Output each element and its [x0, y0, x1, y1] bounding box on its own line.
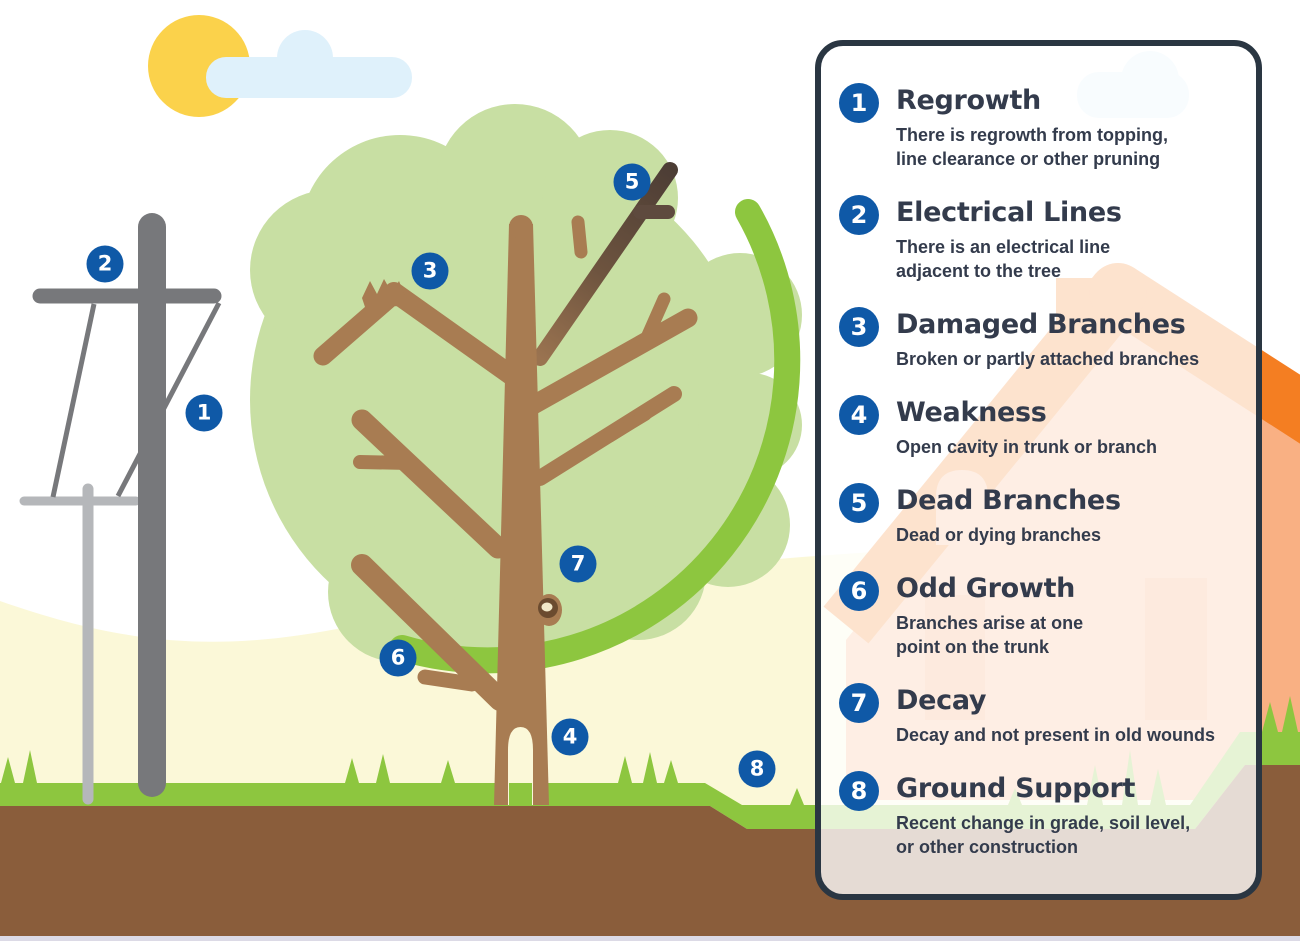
- legend-desc: Branches arise at one point on the trunk: [896, 613, 1084, 657]
- legend-title: Electrical Lines: [896, 197, 1122, 228]
- legend-badge-4: 4: [839, 395, 879, 435]
- legend-item-weakness: 4 Weakness Open cavity in trunk or branc…: [839, 395, 1254, 459]
- scene-marker-3: 3: [411, 252, 449, 290]
- branch-break-jag: [362, 279, 405, 307]
- utility-pole-assembly: [19, 213, 222, 805]
- legend-item-damaged-branches: 3 Damaged Branches Broken or partly atta…: [839, 307, 1254, 371]
- lower-left-stub: [417, 669, 480, 692]
- legend-title: Ground Support: [896, 773, 1136, 804]
- legend-title: Weakness: [896, 397, 1047, 428]
- legend-item-dead-branches: 5 Dead Branches Dead or dying branches: [839, 483, 1254, 547]
- legend-item-regrowth: 1 Regrowth There is regrowth from toppin…: [839, 83, 1254, 171]
- left-branch: [351, 409, 509, 559]
- legend-desc: Open cavity in trunk or branch: [896, 437, 1158, 457]
- legend-badge-6: 6: [839, 571, 879, 611]
- legend-desc: Dead or dying branches: [896, 525, 1102, 545]
- legend-title: Decay: [896, 685, 987, 716]
- dead-branch: [532, 162, 678, 366]
- legend-desc: Recent change in grade, soil level, or o…: [896, 813, 1191, 857]
- electrical-wire: [50, 303, 97, 498]
- legend-badge-2: 2: [839, 195, 879, 235]
- broken-branch-upper: [384, 282, 525, 388]
- legend-item-odd-growth: 6 Odd Growth Branches arise at one point…: [839, 571, 1254, 659]
- legend-badge-7: 7: [839, 683, 879, 723]
- scene-marker-2: 2: [86, 245, 124, 283]
- tree: [313, 162, 698, 805]
- legend-title: Damaged Branches: [896, 309, 1186, 340]
- trunk: [494, 224, 549, 805]
- lower-left-branch: [351, 554, 511, 711]
- legend-badge-3: 3: [839, 307, 879, 347]
- scene-marker-4: 4: [551, 718, 589, 756]
- mid-right-spur: [604, 409, 652, 443]
- trunk-cavity-grass: [509, 783, 532, 805]
- legend-title: Dead Branches: [896, 485, 1121, 516]
- legend-desc: Broken or partly attached branches: [896, 349, 1200, 369]
- scene-marker-5: 5: [613, 163, 651, 201]
- right-branch-spur: [638, 292, 671, 349]
- legend-desc: There is an electrical line adjacent to …: [896, 237, 1111, 281]
- scene-marker-1: 1: [185, 394, 223, 432]
- cloud-icon: [206, 30, 412, 98]
- legend-badge-1: 1: [839, 83, 879, 123]
- legend-badge-8: 8: [839, 771, 879, 811]
- scene-marker-8: 8: [738, 750, 776, 788]
- legend-badge-5: 5: [839, 483, 879, 523]
- legend-title: Odd Growth: [896, 573, 1076, 604]
- legend-item-electrical-lines: 2 Electrical Lines There is an electrica…: [839, 195, 1254, 283]
- grass-band: [0, 732, 1300, 829]
- legend-desc: Decay and not present in old wounds: [896, 725, 1216, 745]
- scene-marker-7: 7: [559, 545, 597, 583]
- bottom-strip: [0, 936, 1300, 941]
- branches: [313, 215, 698, 711]
- electrical-wire: [115, 301, 222, 498]
- left-twig: [353, 455, 417, 470]
- legend-item-ground-support: 8 Ground Support Recent change in grade,…: [839, 771, 1254, 859]
- upright-twig: [571, 215, 588, 259]
- right-branch: [518, 308, 698, 418]
- scene-marker-6: 6: [379, 639, 417, 677]
- legend-title: Regrowth: [896, 85, 1041, 116]
- decay-knot: [536, 594, 562, 626]
- legend-item-decay: 7 Decay Decay and not present in old wou…: [839, 683, 1254, 747]
- legend-panel: 1 Regrowth There is regrowth from toppin…: [815, 40, 1262, 900]
- legend-desc: There is regrowth from topping, line cle…: [896, 125, 1169, 169]
